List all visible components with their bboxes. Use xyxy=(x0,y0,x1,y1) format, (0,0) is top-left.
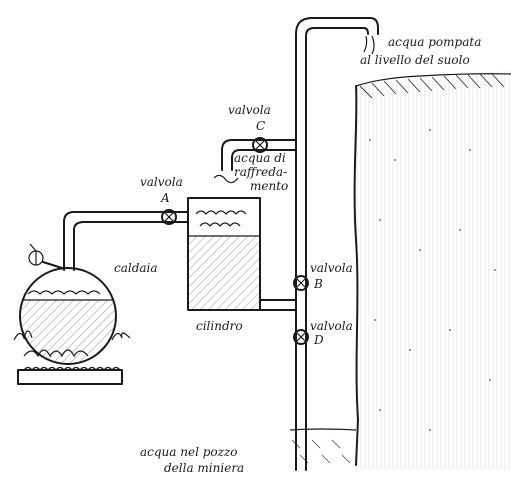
cooling-pipe xyxy=(213,139,297,184)
mine-water-label-1: acqua nel pozzo xyxy=(140,445,238,459)
pumped-water-label-2: al livello del suolo xyxy=(360,53,470,67)
cooling-water-label: acqua di xyxy=(234,151,286,165)
cooling-water-label-3: mento xyxy=(250,179,289,193)
valve-b-icon[interactable] xyxy=(293,275,309,291)
valve-c-icon[interactable] xyxy=(252,137,268,153)
cylinder-label: cilindro xyxy=(196,319,243,333)
pumped-water-label-1: acqua pompata xyxy=(388,35,482,49)
cylinder xyxy=(187,197,297,311)
pump-pipe xyxy=(295,17,379,471)
valve-c-label: valvola xyxy=(228,103,271,117)
cooling-water-label-2: raffreda- xyxy=(234,165,288,179)
ground-rock xyxy=(289,70,511,470)
valve-a-letter: A xyxy=(161,191,170,205)
valve-b-letter: B xyxy=(314,277,323,291)
valve-a-label: valvola xyxy=(140,175,183,189)
valve-d-letter: D xyxy=(314,333,324,347)
mine-water-label-2: della miniera xyxy=(164,461,245,475)
boiler xyxy=(13,243,131,385)
valve-b-label: valvola xyxy=(310,261,353,275)
valve-a-icon[interactable] xyxy=(161,209,177,225)
valve-c-letter: C xyxy=(256,119,266,133)
valve-d-label: valvola xyxy=(310,319,353,333)
boiler-label: caldaia xyxy=(114,261,158,275)
valve-d-icon[interactable] xyxy=(293,329,309,345)
steam-pipe xyxy=(63,211,189,271)
